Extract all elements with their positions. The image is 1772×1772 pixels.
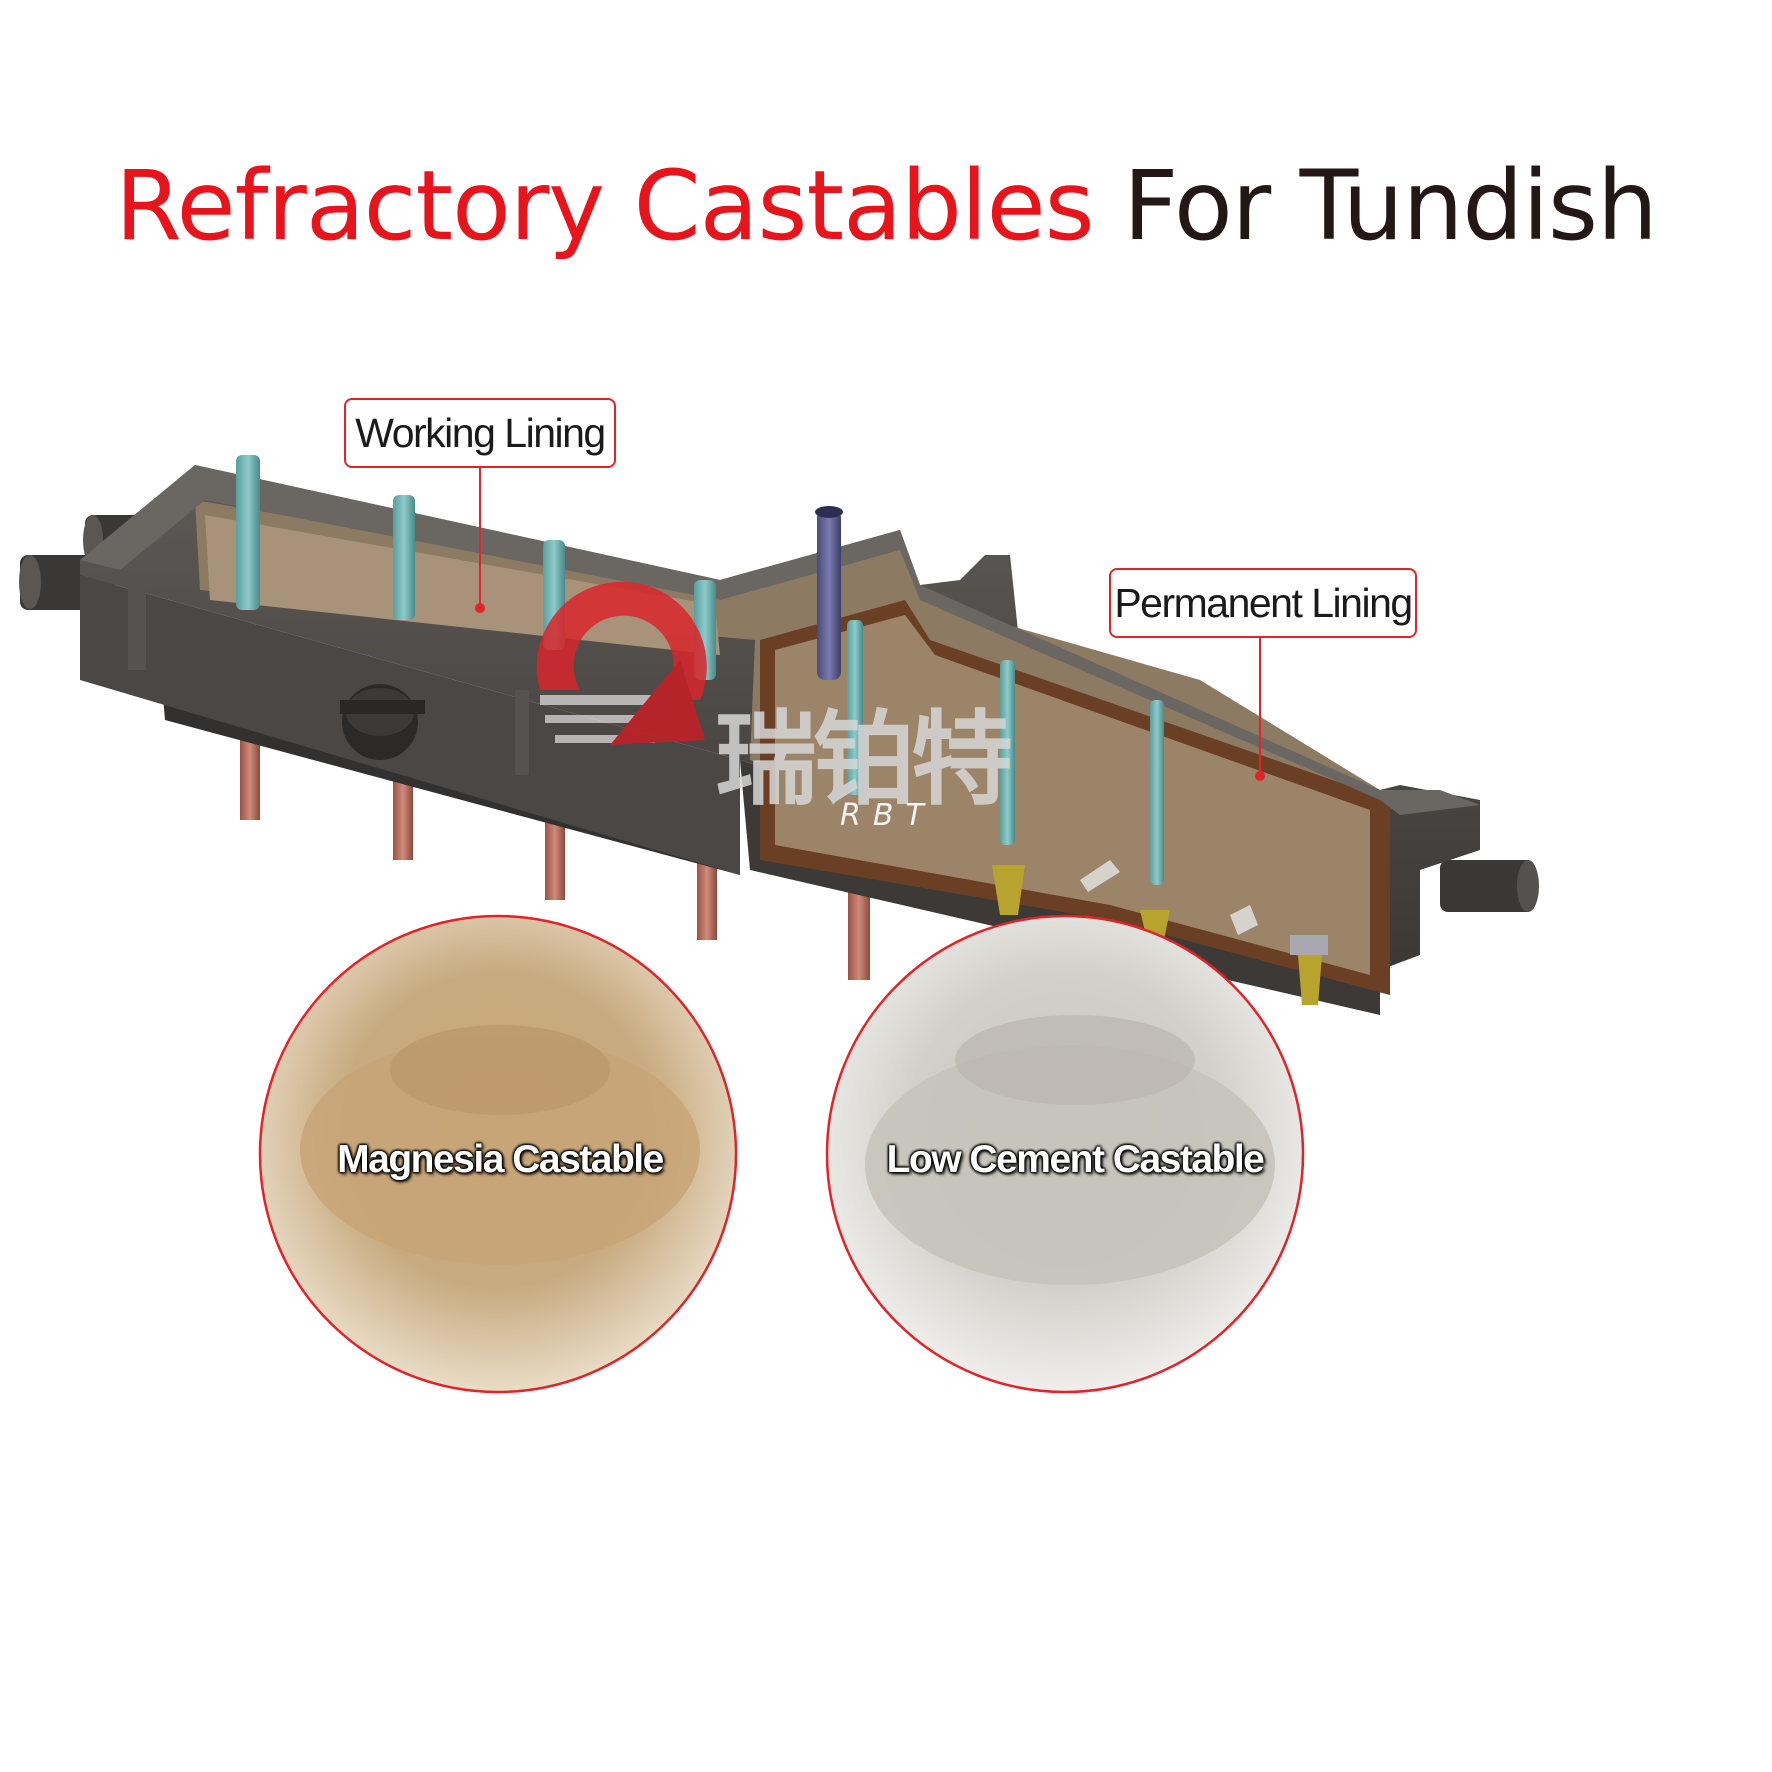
page-title: Refractory Castables For Tundish xyxy=(0,150,1772,262)
nozzles xyxy=(992,865,1328,1005)
watermark-cn: 瑞铂特 xyxy=(715,701,1011,820)
rbt-watermark-logo xyxy=(536,581,707,745)
front-knob xyxy=(340,684,425,760)
low-cement-castable-label: Low Cement Castable xyxy=(886,1138,1265,1181)
dams xyxy=(1080,860,1258,935)
callout-working-lining: Working Lining xyxy=(344,398,616,468)
watermark-en: RBT xyxy=(840,798,936,833)
callout-working-lining-label: Working Lining xyxy=(355,409,606,456)
title-highlight: Refractory Castables xyxy=(115,150,1095,262)
magnesia-castable-label: Magnesia Castable xyxy=(337,1138,664,1181)
cement-sample-circle xyxy=(825,914,1305,1394)
side-pipe-right xyxy=(1440,860,1539,912)
callout-leaders xyxy=(475,465,1265,781)
ladle-shroud xyxy=(815,506,843,680)
callout-permanent-lining: Permanent Lining xyxy=(1109,568,1417,638)
callout-permanent-lining-label: Permanent Lining xyxy=(1114,579,1413,626)
magnesia-sample-circle xyxy=(258,914,738,1394)
title-rest: For Tundish xyxy=(1123,150,1658,262)
